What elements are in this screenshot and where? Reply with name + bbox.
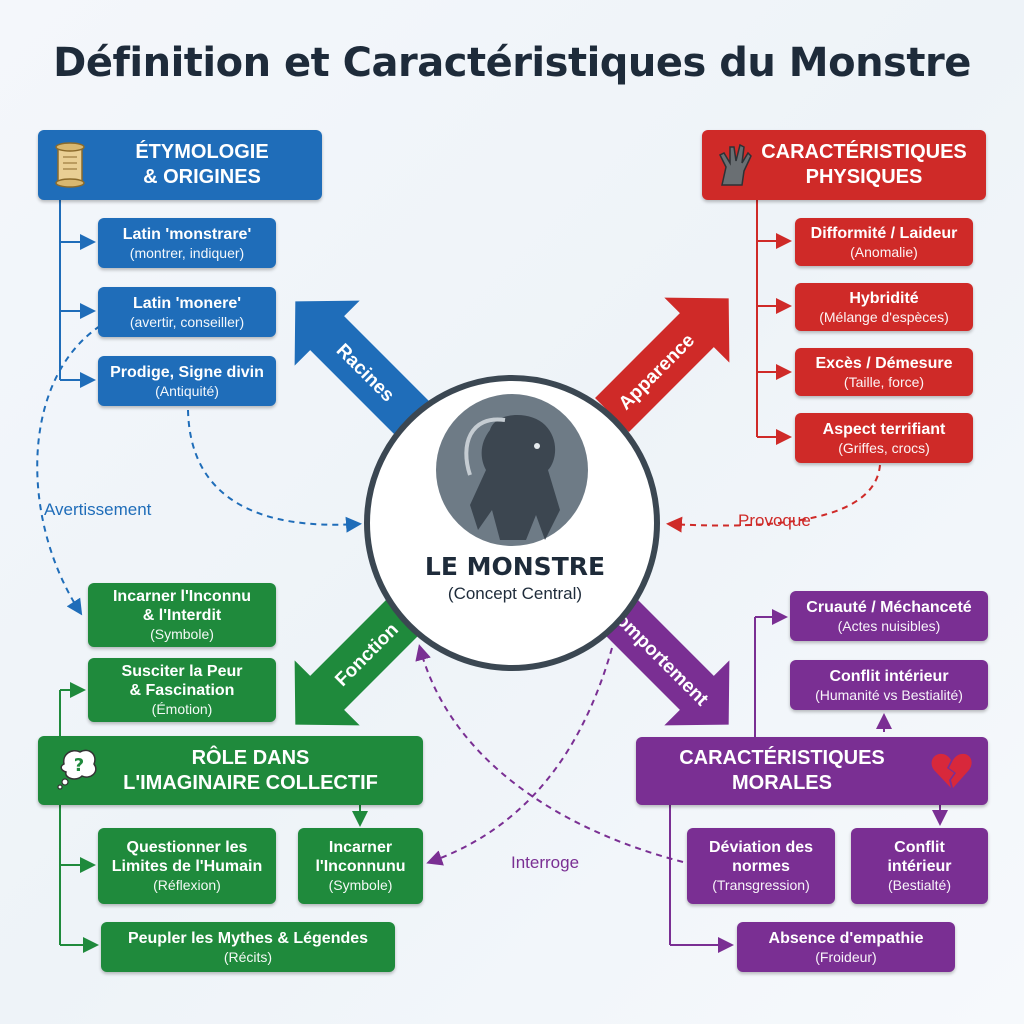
moral-heading: CARACTÉRISTIQUES MORALES (636, 737, 988, 805)
monster-silhouette-icon (436, 394, 588, 546)
physical-item-hybridity: Hybridité (Mélange d'espèces) (795, 283, 973, 331)
center-node (364, 375, 660, 671)
warning-label: Avertissement (44, 500, 152, 519)
etymology-item-monere: Latin 'monere' (avertir, conseiller) (98, 287, 276, 337)
physical-heading: CARACTÉRISTIQUES PHYSIQUES (702, 130, 986, 200)
center-title: LE MONSTRE (424, 552, 606, 581)
thought-bubble-icon: ? (57, 749, 97, 790)
etymology-heading: ÉTYMOLOGIE & ORIGINES (38, 130, 322, 200)
moral-item-inner-conflict: Conflit intérieur (Humanité vs Bestialit… (790, 660, 988, 710)
svg-text:?: ? (74, 755, 84, 776)
warning-dashed-link (36, 325, 101, 616)
scroll-icon (55, 142, 85, 188)
role-heading: RÔLE DANS L'IMAGINAIRE COLLECTIF (38, 736, 423, 805)
role-item-limits: Questionner les Limites de l'Humain (Réf… (98, 828, 276, 904)
questions-dashed-link-2 (415, 644, 684, 863)
etymology-item-prodige: Prodige, Signe divin (Antiquité) (98, 356, 276, 406)
center-subtitle: (Concept Central) (447, 584, 583, 603)
broken-heart-icon (931, 753, 972, 788)
etymology-connectors (59, 200, 96, 388)
etymology-item-monstrare: Latin 'monstrare' (montrer, indiquer) (98, 218, 276, 268)
physical-item-terrifying: Aspect terrifiant (Griffes, crocs) (795, 413, 973, 463)
moral-item-empathy: Absence d'empathie (Froideur) (737, 922, 955, 972)
questions-dashed-link (426, 647, 613, 866)
physical-connectors (756, 200, 792, 445)
moral-item-cruelty: Cruauté / Méchanceté (Actes nuisibles) (790, 591, 988, 641)
role-item-myths: Peupler les Mythes & Légendes (Récits) (101, 922, 395, 972)
questions-label: Interroge (511, 853, 580, 872)
role-item-unknown: Incarner l'Inconnu & l'Interdit (Symbole… (88, 583, 276, 647)
physical-item-excess: Excès / Démesure (Taille, force) (795, 348, 973, 396)
page-title: Définition et Caractéristiques du Monstr… (53, 40, 971, 86)
moral-item-deviation: Déviation des normes (Transgression) (687, 828, 835, 904)
moral-connectors (669, 609, 948, 953)
provokes-label: Provoque (738, 511, 811, 530)
claw-icon (718, 143, 752, 186)
role-item-unknown-2: Incarner l'Inconnunu (Symbole) (298, 828, 423, 904)
physical-item-deformity: Difformité / Laideur (Anomalie) (795, 218, 973, 266)
provokes-dashed-link (666, 464, 881, 533)
role-connectors (59, 682, 368, 953)
roots-dashed-link (187, 409, 362, 533)
moral-item-inner-conflict-2: Conflit intérieur (Bestialté) (851, 828, 988, 904)
role-item-fear: Susciter la Peur & Fascination (Émotion) (88, 658, 276, 722)
